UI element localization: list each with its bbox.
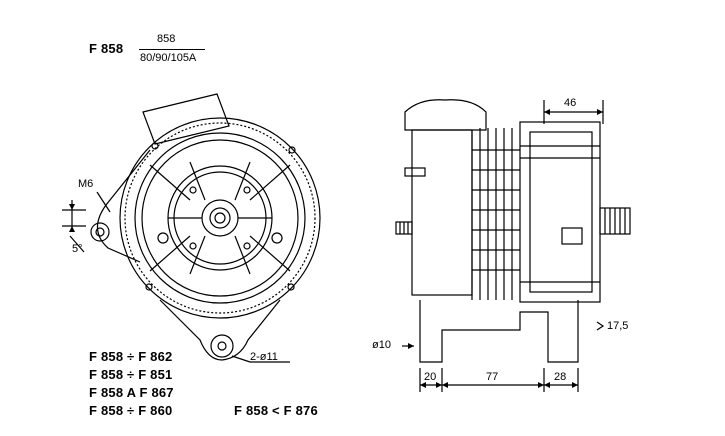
variant-extra: F 858 < F 876	[234, 403, 318, 418]
fraction-numerator: 858	[157, 33, 176, 45]
variant-line-1: F 858 ÷ F 862	[89, 349, 173, 364]
model-code: F 858	[89, 41, 124, 56]
dim-phi10-label: ø10	[372, 339, 391, 351]
fraction-line	[139, 49, 205, 50]
hole-label: 2-ø11	[250, 351, 278, 363]
dim-46-label: 46	[564, 97, 577, 109]
dim-20-label: 20	[424, 371, 437, 383]
variant-line-3: F 858 A F 867	[89, 385, 174, 400]
angle-label: 5°	[72, 243, 83, 255]
dim-28-label: 28	[554, 371, 567, 383]
m6-label: M6	[78, 178, 94, 190]
fraction-denominator: 80/90/105A	[140, 52, 197, 64]
variant-line-2: F 858 ÷ F 851	[89, 367, 173, 382]
dim-77-label: 77	[486, 371, 499, 383]
front-view-drawing	[62, 93, 321, 363]
variant-line-4: F 858 ÷ F 860	[89, 403, 173, 418]
side-view-drawing	[395, 99, 631, 392]
dim-175-label: 17,5	[607, 320, 629, 332]
